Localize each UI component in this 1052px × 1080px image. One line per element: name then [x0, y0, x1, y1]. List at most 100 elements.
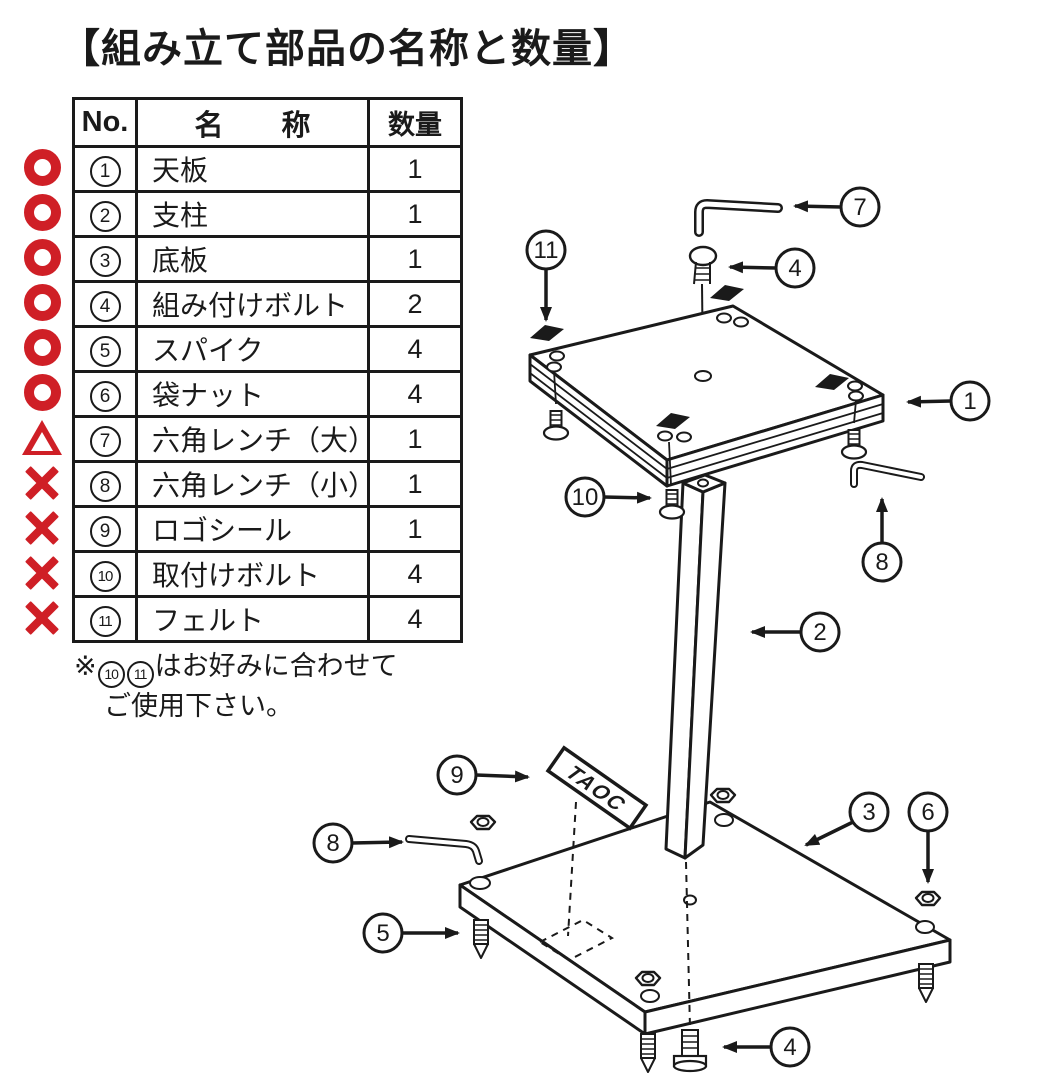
callout-1-top-plate: 1 — [963, 388, 976, 415]
part-qty: 4 — [367, 595, 463, 643]
table-header-row: No. 名 称 数量 — [72, 97, 463, 148]
callout-2-pillar: 2 — [813, 619, 826, 646]
part-name: 天板 — [135, 145, 370, 193]
mounting-bolt-part — [840, 428, 868, 460]
assembly-bolt-bottom — [672, 1029, 708, 1073]
bottom-plate-center-hole — [683, 894, 697, 906]
part-name: 支柱 — [135, 190, 370, 238]
callout-arrow — [603, 491, 652, 504]
table-row: 1 天板 1 — [72, 145, 463, 193]
hex-wrench-large — [694, 199, 783, 237]
part-number-circled: 6 — [89, 380, 121, 412]
logo-placement-outline — [537, 918, 615, 962]
bottom-plate — [458, 800, 952, 1036]
part-qty: 4 — [367, 370, 463, 418]
callout-6-cap-nut: 6 — [921, 799, 934, 826]
cap-nut-part — [709, 787, 737, 804]
top-plate-hole — [549, 350, 565, 362]
part-number-circled: 2 — [89, 200, 121, 232]
callout-arrow — [906, 395, 952, 408]
spike-part — [473, 919, 489, 959]
note-line-2: ご使用下さい。 — [104, 690, 293, 721]
mark-circle-included — [23, 149, 61, 186]
table-row: 3 底板 1 — [72, 235, 463, 283]
taoc-logo-seal: TAOC — [545, 745, 649, 831]
bottom-plate-hole — [469, 876, 491, 890]
table-row: 9 ロゴシール 1 — [72, 505, 463, 553]
parts-table: No. 名 称 数量 1 天板 1 2 支柱 1 3 底板 1 4 組み付けボル… — [72, 97, 463, 643]
table-row: 7 六角レンチ（大） 1 — [72, 415, 463, 463]
cap-nut-part — [469, 814, 497, 831]
part-qty: 1 — [367, 505, 463, 553]
part-name: フェルト — [135, 595, 370, 643]
bottom-plate-hole — [714, 813, 734, 827]
top-plate-hole — [733, 316, 749, 328]
callouts: 7 4 11 1 10 8 2 9 8 3 6 5 — [312, 186, 991, 1068]
bottom-plate-hole — [915, 920, 935, 934]
header-qty: 数量 — [367, 97, 463, 148]
part-number-circled: 7 — [89, 425, 121, 457]
pillar — [664, 473, 727, 860]
table-row: 10 取付けボルト 4 — [72, 550, 463, 598]
callout-4-bottom-bolt: 4 — [783, 1034, 796, 1061]
parts-table-body: 1 天板 1 2 支柱 1 3 底板 1 4 組み付けボルト 2 5 スパイク … — [72, 145, 463, 643]
part-number-circled: 1 — [89, 155, 121, 187]
mark-triangle — [22, 420, 62, 455]
bottom-plate-hole — [640, 989, 660, 1003]
mounting-bolt-part — [542, 409, 570, 441]
part-qty: 4 — [367, 325, 463, 373]
cap-nut-part — [634, 970, 662, 987]
callout-arrow — [804, 820, 854, 847]
top-plate-hole — [676, 431, 692, 443]
center-guide-line — [685, 861, 691, 1029]
header-name: 名 称 — [135, 97, 370, 148]
callout-9-logo: 9 — [450, 762, 463, 789]
mark-circle-included — [23, 284, 61, 321]
top-plate-hole — [716, 312, 732, 324]
part-number-circled: 5 — [89, 335, 121, 367]
availability-marks-column — [18, 145, 66, 640]
part-qty: 1 — [367, 235, 463, 283]
part-name: 取付けボルト — [135, 550, 370, 598]
logo-guide-line — [567, 801, 577, 937]
part-number-circled: 3 — [89, 245, 121, 277]
part-name: ロゴシール — [135, 505, 370, 553]
hex-wrench-small-right — [850, 460, 925, 488]
table-row: 6 袋ナット 4 — [72, 370, 463, 418]
top-plate — [528, 304, 885, 488]
part-number-circled: 8 — [89, 470, 121, 502]
part-name: 底板 — [135, 235, 370, 283]
part-name: 袋ナット — [135, 370, 370, 418]
part-name: 六角レンチ（小） — [135, 460, 376, 508]
callout-7-top-wrench: 7 — [853, 194, 866, 221]
cap-nut-part — [914, 890, 942, 907]
spike-part — [918, 963, 934, 1003]
mark-circle-included — [23, 374, 61, 411]
part-name: スパイク — [135, 325, 370, 373]
callout-arrow — [793, 200, 842, 213]
assembly-bolt-top — [688, 245, 718, 285]
felt-pad — [710, 285, 744, 301]
mark-circle-included — [23, 329, 61, 366]
part-number-circled: 9 — [89, 515, 121, 547]
mark-circle-included — [23, 239, 61, 276]
header-no: No. — [72, 97, 138, 148]
top-plate-hole — [847, 380, 863, 392]
felt-pad — [530, 325, 564, 341]
bolt-guide-line — [553, 370, 557, 405]
part-qty: 1 — [367, 145, 463, 193]
callout-10-mount-bolt: 10 — [572, 484, 599, 511]
part-qty: 1 — [367, 460, 463, 508]
part-number-circled: 10 — [89, 561, 121, 592]
table-row: 8 六角レンチ（小） 1 — [72, 460, 463, 508]
top-plate-center-hole — [694, 370, 712, 382]
callout-8-small-wrench-right: 8 — [875, 549, 888, 576]
part-name: 六角レンチ（大） — [135, 415, 376, 463]
callout-arrow — [351, 836, 404, 849]
plate-lamination-lines — [529, 363, 884, 479]
callout-3-bottom-plate: 3 — [862, 799, 875, 826]
mark-circle-included — [23, 194, 61, 231]
